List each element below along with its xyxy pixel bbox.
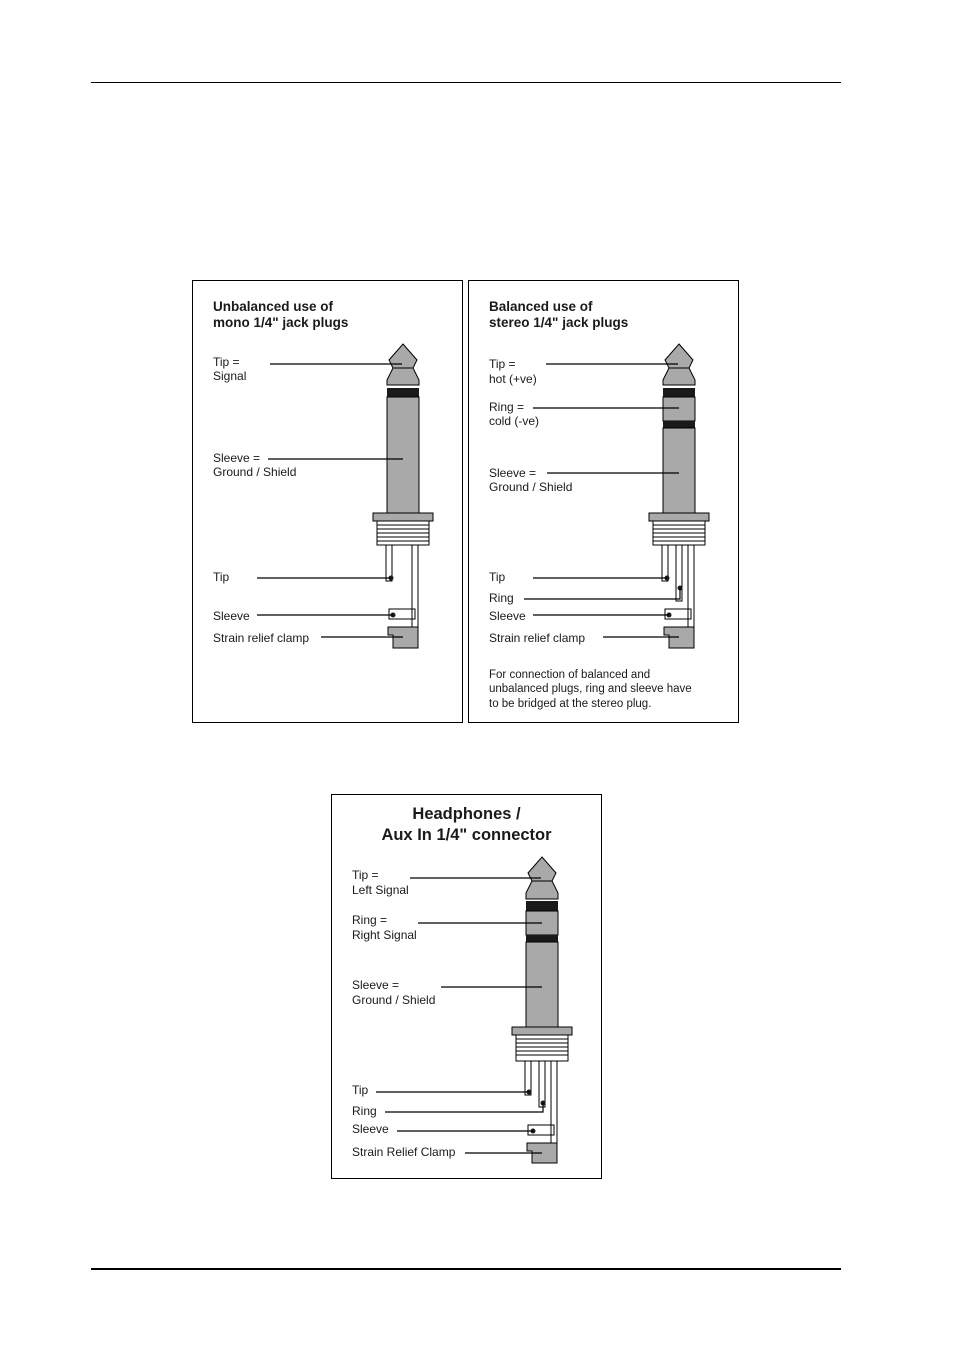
- sleeve-desc: Ground / Shield: [352, 993, 436, 1007]
- panel-title-line2: stereo 1/4" jack plugs: [489, 315, 629, 330]
- panel-title-line1: Unbalanced use of: [213, 299, 334, 314]
- panel-balanced-stereo: Balanced use of stereo 1/4" jack plugs T…: [468, 280, 739, 723]
- headphone-plug-thread-lines: [516, 1038, 568, 1056]
- wiring-tip-label: Tip: [489, 570, 506, 584]
- ring-desc: cold (-ve): [489, 414, 540, 428]
- headphone-jack-plug-drawing: [376, 856, 573, 1164]
- wiring-ring-label: Ring: [352, 1104, 377, 1118]
- wiring-sleeve-label: Sleeve: [489, 609, 526, 623]
- panel-title-line1: Balanced use of: [489, 299, 593, 314]
- top-rule: [91, 82, 841, 83]
- headphone-plug-insulator-1: [526, 901, 558, 911]
- mono-plug-collar: [372, 512, 434, 522]
- wiring-tip-label: Tip: [352, 1083, 369, 1097]
- mono-plug-thread-lines: [377, 524, 429, 542]
- sleeve-label: Sleeve =: [489, 466, 537, 480]
- bridging-note-line1: For connection of balanced and: [489, 669, 651, 681]
- wiring-ring-label: Ring: [489, 591, 514, 605]
- mono-plug-insulator: [387, 388, 419, 397]
- stereo-plug-insulator-1: [663, 388, 695, 397]
- wiring-sleeve-label: Sleeve: [213, 609, 250, 623]
- headphone-plug-tip: [525, 856, 559, 900]
- mono-plug-sleeve: [386, 396, 420, 514]
- wiring-clamp-label: Strain relief clamp: [213, 631, 310, 645]
- tip-desc: Signal: [213, 369, 247, 383]
- wiring-clamp-label: Strain relief clamp: [489, 631, 586, 645]
- tip-desc: hot (+ve): [489, 372, 537, 386]
- tip-label: Tip =: [352, 868, 379, 882]
- stereo-jack-plug-drawing: [524, 343, 710, 649]
- stereo-plug-thread-lines: [653, 524, 705, 542]
- panel-title-line2: mono 1/4" jack plugs: [213, 315, 349, 330]
- sleeve-label: Sleeve =: [213, 451, 261, 465]
- mono-leader-lines: [257, 363, 403, 638]
- stereo-plug-ring: [662, 396, 696, 422]
- tip-label: Tip =: [213, 355, 240, 369]
- bottom-rule: [91, 1268, 841, 1270]
- sleeve-label: Sleeve =: [352, 978, 400, 992]
- headphone-plug-terminals: [524, 1060, 558, 1163]
- mono-plug-tip: [386, 343, 420, 386]
- panel-headphones-aux: Headphones / Aux In 1/4" connector Tip =…: [331, 794, 602, 1179]
- ring-label: Ring =: [489, 400, 525, 414]
- bridging-note-line2: unbalanced plugs, ring and sleeve have: [489, 683, 692, 695]
- panel-title-line2: Aux In 1/4" connector: [381, 826, 552, 844]
- panel-unbalanced-mono: Unbalanced use of mono 1/4" jack plugs T…: [192, 280, 463, 723]
- wiring-clamp-label: Strain Relief Clamp: [352, 1145, 456, 1159]
- stereo-plug-tip: [662, 343, 696, 386]
- stereo-leader-lines: [524, 363, 681, 638]
- wiring-sleeve-label: Sleeve: [352, 1122, 389, 1136]
- tip-desc: Left Signal: [352, 883, 409, 897]
- mono-jack-plug-drawing: [257, 343, 434, 649]
- panel-title-line1: Headphones /: [412, 805, 521, 823]
- mono-solder-points: [388, 575, 396, 618]
- headphone-plug-collar: [511, 1026, 573, 1036]
- stereo-plug-sleeve: [662, 427, 696, 514]
- headphone-plug-insulator-2: [526, 935, 558, 942]
- ring-label: Ring =: [352, 913, 388, 927]
- headphone-leader-lines: [376, 877, 544, 1154]
- bridging-note-line3: to be bridged at the stereo plug.: [489, 698, 652, 710]
- wiring-tip-label: Tip: [213, 570, 230, 584]
- headphone-plug-sleeve: [525, 941, 559, 1028]
- sleeve-desc: Ground / Shield: [489, 480, 573, 494]
- ring-desc: Right Signal: [352, 928, 417, 942]
- tip-label: Tip =: [489, 357, 516, 371]
- sleeve-desc: Ground / Shield: [213, 465, 297, 479]
- stereo-plug-collar: [648, 512, 710, 522]
- stereo-plug-insulator-2: [663, 421, 695, 428]
